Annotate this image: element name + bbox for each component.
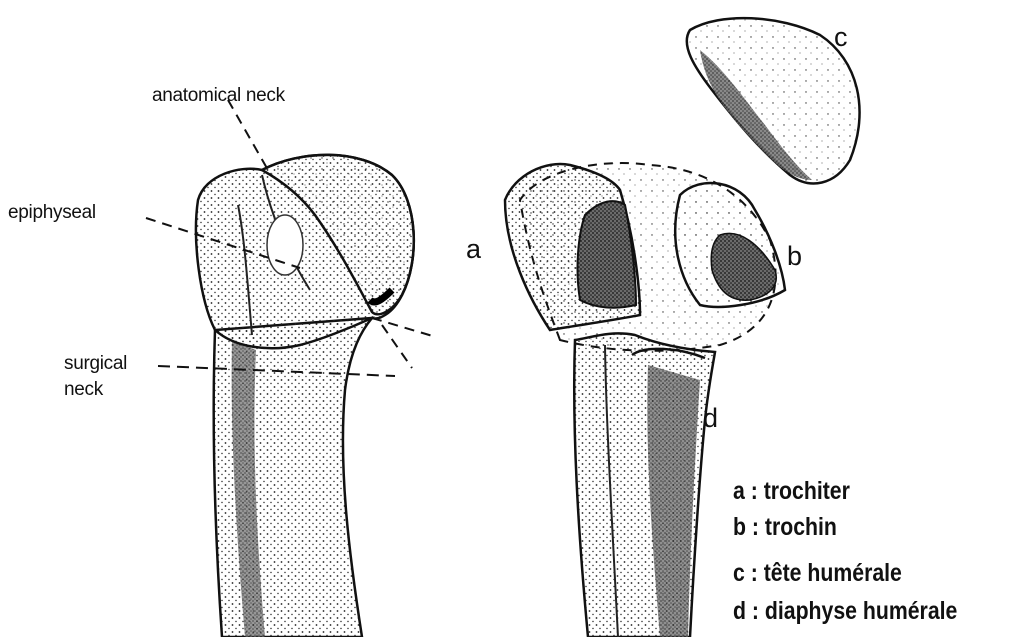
label-surgical: surgical <box>64 354 127 373</box>
left-humerus <box>146 100 436 637</box>
label-neck: neck <box>64 380 103 399</box>
legend-item-c: c : tête humérale <box>733 561 902 586</box>
label-d: d <box>703 405 718 432</box>
label-epiphyseal: epiphyseal <box>8 203 96 222</box>
label-b: b <box>787 243 802 270</box>
label-anatomical-neck: anatomical neck <box>152 86 285 105</box>
legend-item-d: d : diaphyse humérale <box>733 599 957 624</box>
label-a: a <box>466 236 481 263</box>
legend-item-a: a : trochiter <box>733 479 850 504</box>
legend-item-b: b : trochin <box>733 515 837 540</box>
label-c: c <box>834 24 848 51</box>
